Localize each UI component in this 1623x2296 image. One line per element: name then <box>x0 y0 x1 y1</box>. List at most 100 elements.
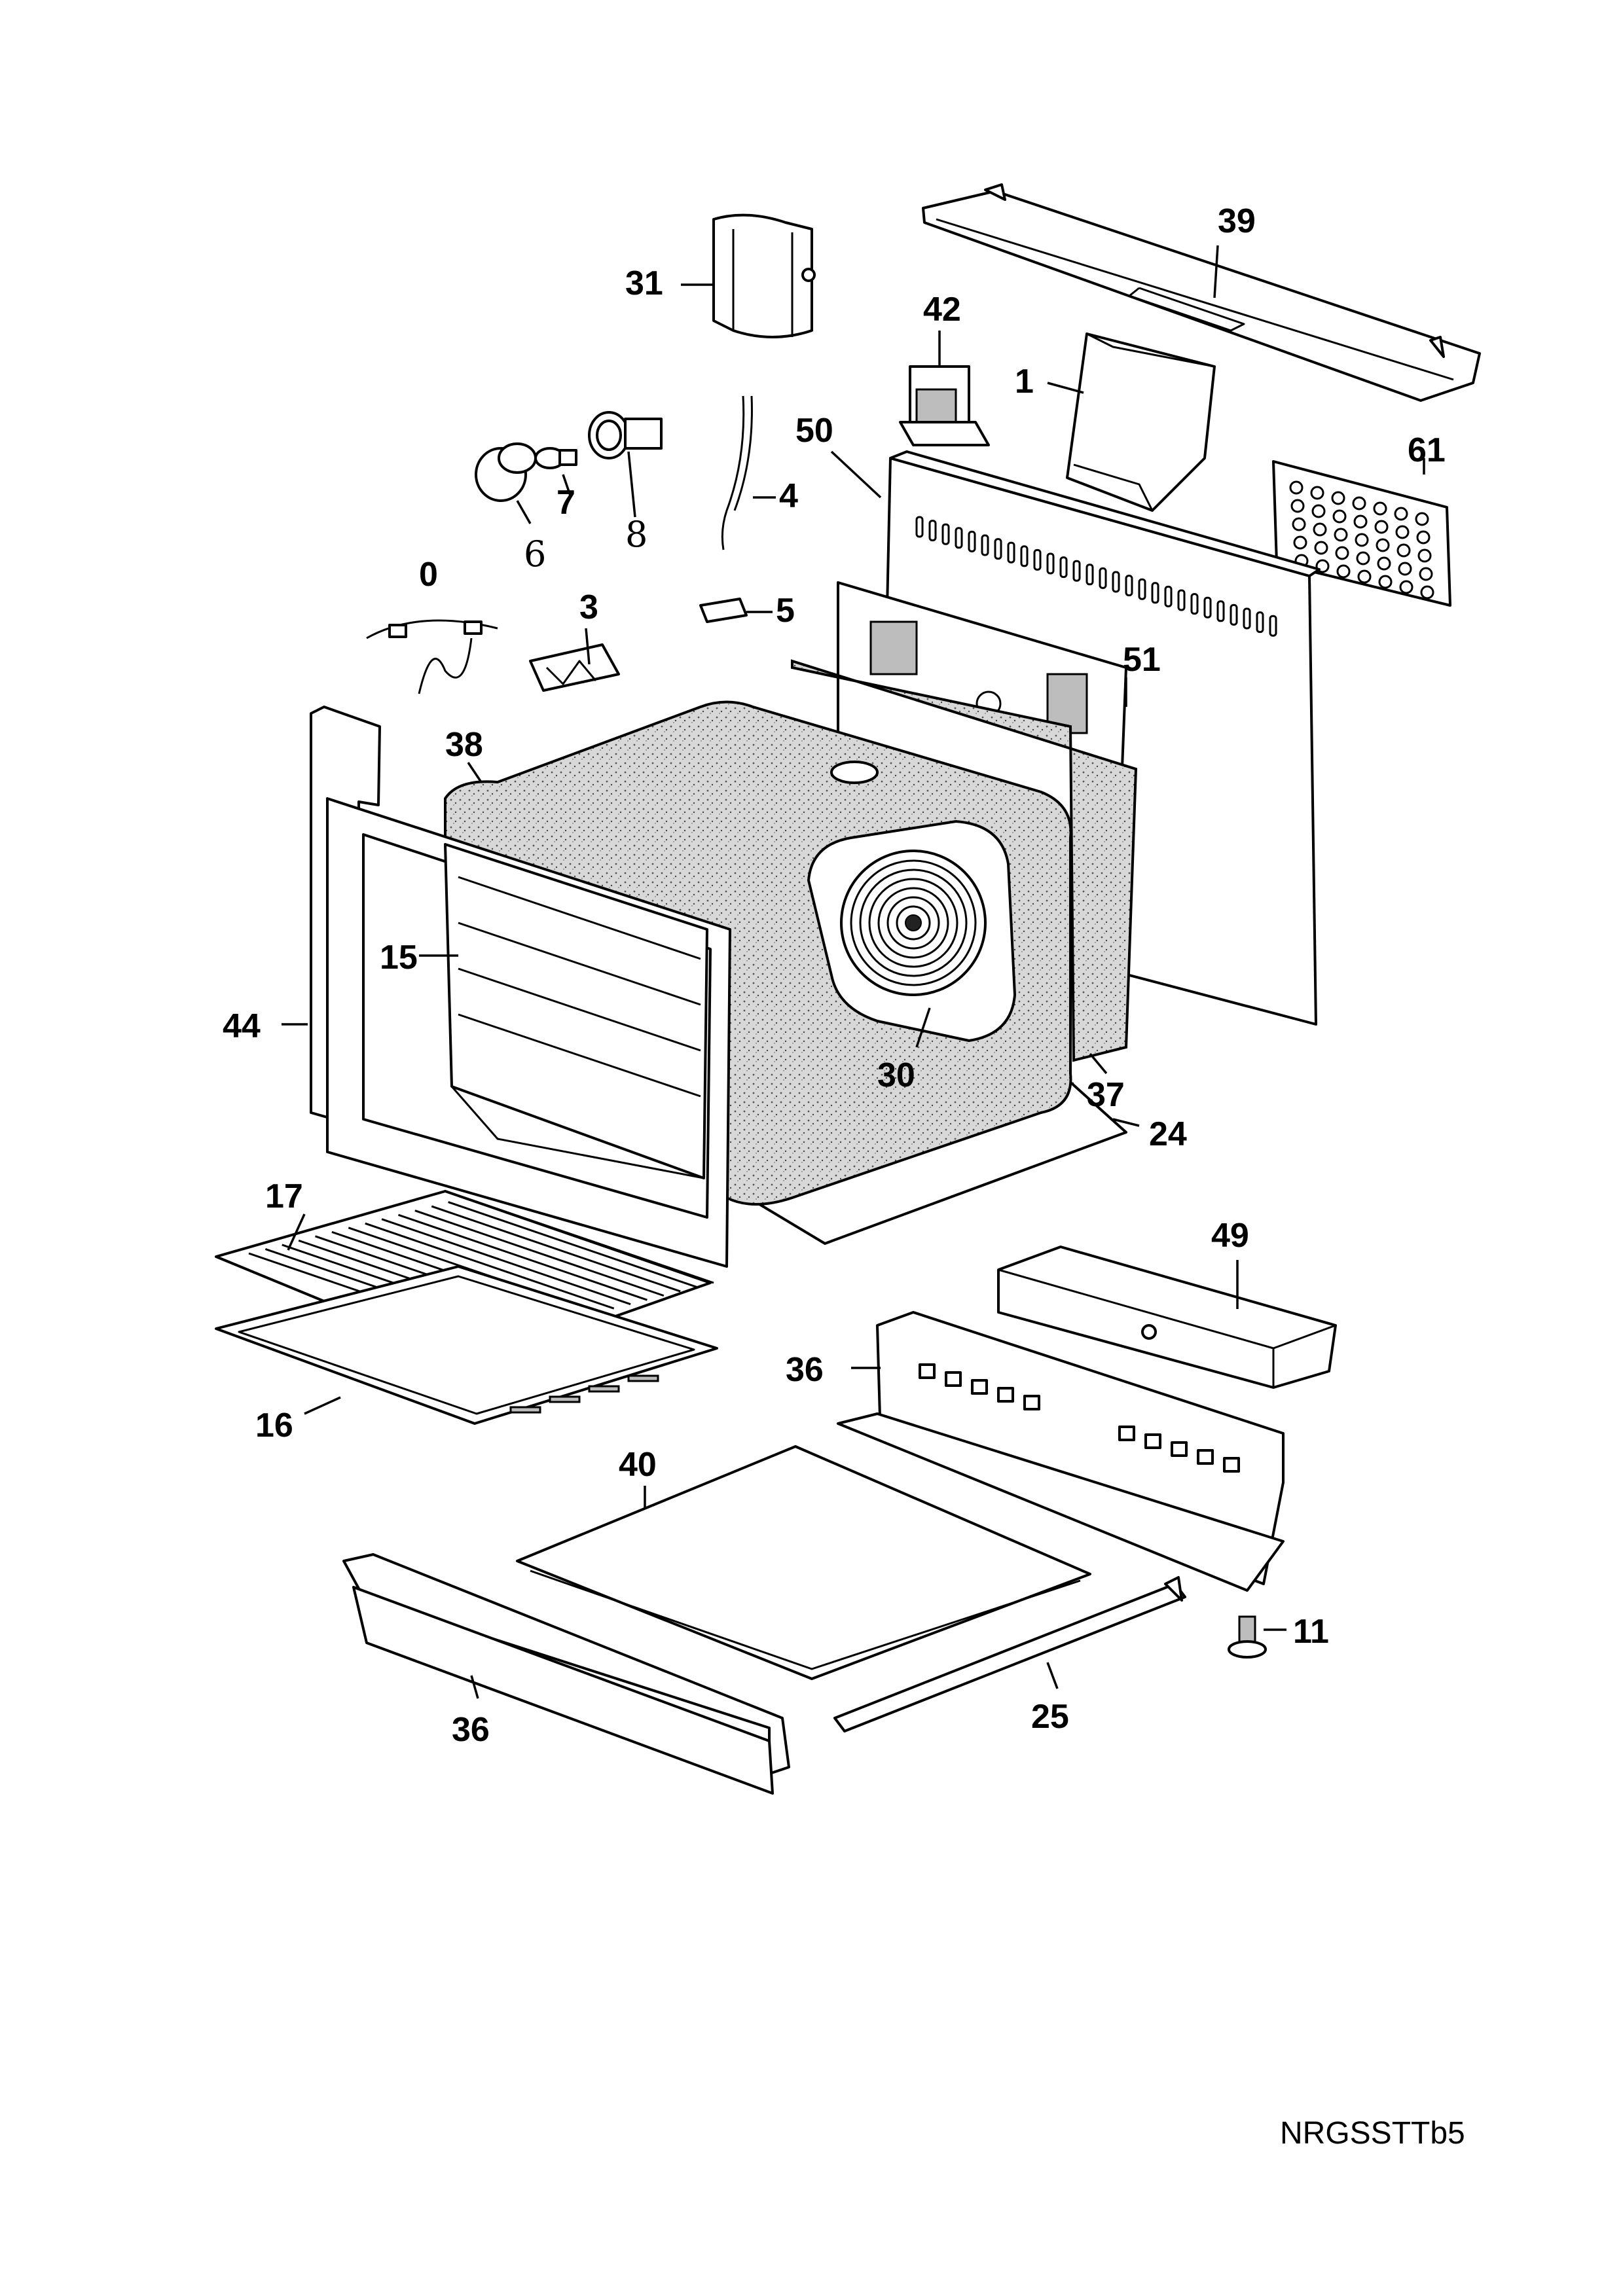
vent-slot <box>1059 556 1068 579</box>
control-button <box>945 1371 962 1387</box>
drawing-code: NRGSSTTb5 <box>1280 2116 1465 2151</box>
shelf-rail <box>458 876 701 960</box>
callout-30: 30 <box>877 1056 915 1094</box>
callout-24: 24 <box>1149 1115 1187 1153</box>
callout-36-upper: 36 <box>786 1351 824 1389</box>
perforation-hole <box>1417 548 1432 563</box>
callout-49: 49 <box>1211 1217 1249 1255</box>
perforation-hole <box>1415 512 1429 526</box>
control-button <box>919 1363 936 1379</box>
fan-ring <box>877 887 949 959</box>
perforation-hole <box>1334 528 1348 542</box>
top-rail-part <box>922 183 1481 402</box>
shield-bracket-part <box>712 213 816 338</box>
perforation-hole <box>1336 564 1351 579</box>
lamp-cover-part <box>475 442 537 502</box>
leader-lines <box>282 245 1425 1699</box>
callout-1: 1 <box>1015 363 1034 401</box>
perforation-hole <box>1399 580 1413 594</box>
vent-slot <box>1112 571 1120 593</box>
tray-slot <box>509 1406 541 1414</box>
perforation-hole <box>1420 585 1434 600</box>
control-button <box>1118 1426 1135 1441</box>
perforation-hole <box>1289 480 1304 495</box>
control-button <box>1171 1441 1188 1457</box>
vent-slot <box>1085 564 1094 586</box>
thermal-fuse-part <box>699 598 748 623</box>
perforation-hole <box>1377 556 1391 571</box>
fan-ring <box>850 859 977 986</box>
tray-slot <box>549 1395 581 1403</box>
vent-slot <box>1138 578 1146 600</box>
vent-slot <box>1151 582 1159 604</box>
perforation-hole <box>1331 491 1345 505</box>
perforation-hole <box>1395 525 1410 539</box>
callout-42: 42 <box>923 291 961 329</box>
shelf-rail <box>458 922 701 1006</box>
rack-wire <box>448 1201 698 1288</box>
callout-4: 4 <box>779 477 798 515</box>
callout-61: 61 <box>1408 431 1446 469</box>
rack-wire <box>414 1210 665 1297</box>
callout-5: 5 <box>776 592 795 630</box>
callout-11: 11 <box>1293 1613 1329 1651</box>
perforation-hole <box>1376 538 1390 552</box>
floor-plate-part <box>516 1445 1091 1680</box>
callout-51: 51 <box>1123 641 1161 679</box>
lamp-bulb-part <box>534 447 577 469</box>
control-button <box>1023 1395 1040 1410</box>
perforation-hole <box>1314 541 1328 555</box>
perforation-hole <box>1292 517 1306 531</box>
perforation-hole <box>1357 569 1372 584</box>
callout-8: 8 <box>625 514 647 555</box>
callout-44: 44 <box>223 1007 261 1045</box>
rack-wire <box>381 1218 631 1306</box>
side-insulation-part <box>791 659 1138 1062</box>
vent-slot <box>994 538 1002 560</box>
fan-ring <box>896 905 931 941</box>
vent-slot <box>941 523 950 545</box>
vent-slot <box>1164 585 1173 607</box>
callout-40: 40 <box>619 1446 657 1484</box>
convection-fan-part <box>807 820 1016 1042</box>
fan-ring <box>868 878 958 968</box>
control-button <box>997 1387 1014 1403</box>
perforation-hole <box>1311 504 1326 518</box>
callout-0: 0 <box>419 556 438 594</box>
vent-slot <box>1020 545 1029 567</box>
terminal-block-part <box>529 643 620 692</box>
callout-7: 7 <box>556 484 575 522</box>
control-button <box>1197 1449 1214 1465</box>
callout-36-lower: 36 <box>452 1711 490 1749</box>
control-button <box>1144 1433 1161 1449</box>
vent-slot <box>915 516 924 538</box>
vent-slot <box>1203 596 1212 619</box>
perforation-hole <box>1332 509 1347 524</box>
callout-50: 50 <box>795 412 833 450</box>
fan-ring <box>886 896 940 950</box>
vent-slot <box>1033 548 1042 571</box>
callout-15: 15 <box>380 939 418 977</box>
vent-slot <box>1125 575 1133 597</box>
rack-wire <box>464 1196 714 1284</box>
rack-wire <box>431 1205 681 1293</box>
adjustable-foot-part <box>1228 1615 1267 1659</box>
vent-slot <box>1046 552 1055 575</box>
vent-slot <box>968 530 976 552</box>
air-duct-part <box>1066 332 1216 512</box>
perforation-hole <box>1315 559 1330 573</box>
vent-slot <box>1269 615 1277 637</box>
callout-3: 3 <box>579 588 598 626</box>
callout-6: 6 <box>524 533 546 575</box>
perforation-hole <box>1293 535 1307 550</box>
perforation-hole <box>1398 562 1412 576</box>
vent-slot <box>1230 603 1238 626</box>
perforation-hole <box>1374 520 1389 534</box>
vent-slot <box>1216 600 1225 622</box>
perforation-hole <box>1355 533 1369 547</box>
vent-slot <box>1190 593 1199 615</box>
cable-set-part <box>366 619 498 694</box>
perforation-hole <box>1335 546 1349 560</box>
callout-17: 17 <box>265 1177 303 1215</box>
